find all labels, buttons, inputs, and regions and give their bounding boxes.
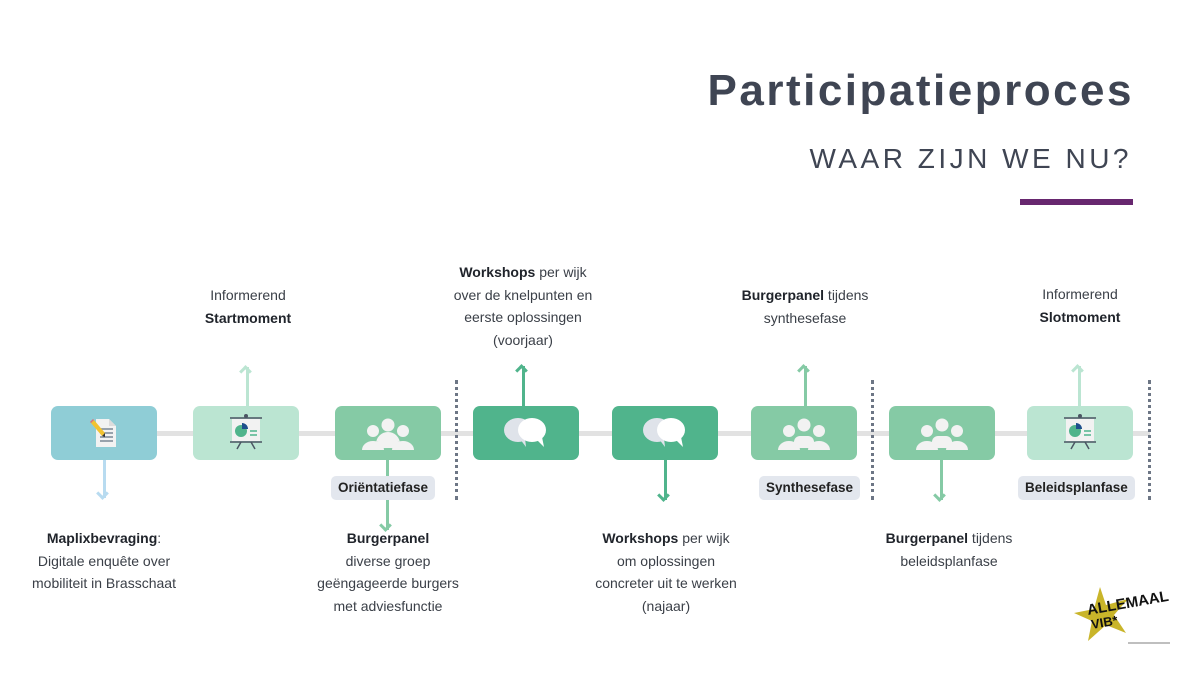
- accent-bar: [1020, 199, 1133, 205]
- label-startmoment: Informerend Startmoment: [204, 287, 292, 326]
- label-slotmoment: Informerend Slotmoment: [1039, 286, 1121, 325]
- label-burgerpanel-beleidsplan: Burgerpanel tijdens beleidsplanfase: [885, 530, 1013, 569]
- group-icon: [362, 418, 414, 450]
- arrow-down: [940, 460, 943, 500]
- page-title: Participatieproces: [707, 66, 1134, 115]
- arrow-up: [804, 366, 807, 406]
- phase-badge-orientatie: Oriëntatiefase: [331, 476, 436, 500]
- timeline-line: [60, 431, 1150, 436]
- logo-text-line2: VIB*: [1090, 612, 1120, 632]
- phase-divider: [455, 380, 458, 500]
- label-burgerpanel-synthese: Burgerpanel tijdens synthesefase: [741, 287, 869, 326]
- arrow-down: [103, 460, 106, 498]
- phase-badge-synthese: Synthesefase: [759, 476, 861, 500]
- chat-bubbles-icon: [504, 418, 546, 447]
- document-pencil-icon: [90, 419, 116, 447]
- phase-divider: [1148, 380, 1151, 500]
- group-icon: [778, 418, 830, 450]
- arrow-up: [246, 367, 249, 406]
- allemaal-vib-logo: ALLEMAAL VIB*: [1074, 587, 1170, 644]
- presentation-board-icon: [230, 414, 262, 450]
- star-icon: [1074, 587, 1128, 641]
- timeline-node-workshops-najaar[interactable]: [612, 406, 718, 460]
- timeline-node-maplix[interactable]: [51, 406, 157, 460]
- timeline-node-startmoment[interactable]: [193, 406, 299, 460]
- label-workshops-najaar: Workshops per wijk om oplossingen concre…: [595, 530, 737, 614]
- chat-bubbles-icon: [643, 418, 685, 447]
- timeline-node-burgerpanel-synthese[interactable]: [751, 406, 857, 460]
- timeline-node-burgerpanel-beleidsplan[interactable]: [889, 406, 995, 460]
- arrow-up: [1078, 366, 1081, 406]
- page-subtitle: WAAR ZIJN WE NU?: [809, 143, 1132, 174]
- timeline-node-slotmoment[interactable]: [1027, 406, 1133, 460]
- label-workshops-voorjaar: Workshops per wijk over de knelpunten en…: [453, 264, 593, 348]
- label-burgerpanel-orientatie: Burgerpanel diverse groep geëngageerde b…: [317, 530, 459, 614]
- timeline-node-workshops-voorjaar[interactable]: [473, 406, 579, 460]
- presentation-board-icon: [1064, 414, 1096, 450]
- phase-badge-beleidsplan: Beleidsplanfase: [1018, 476, 1135, 500]
- phase-divider: [871, 380, 874, 500]
- group-icon: [916, 418, 968, 450]
- logo-text-line1: ALLEMAAL: [1086, 588, 1170, 619]
- timeline-node-burgerpanel-orientatie[interactable]: [335, 406, 441, 460]
- label-maplix: Maplixbevraging: Digitale enquête over m…: [32, 530, 176, 591]
- arrow-down: [664, 460, 667, 500]
- arrow-up: [522, 366, 525, 406]
